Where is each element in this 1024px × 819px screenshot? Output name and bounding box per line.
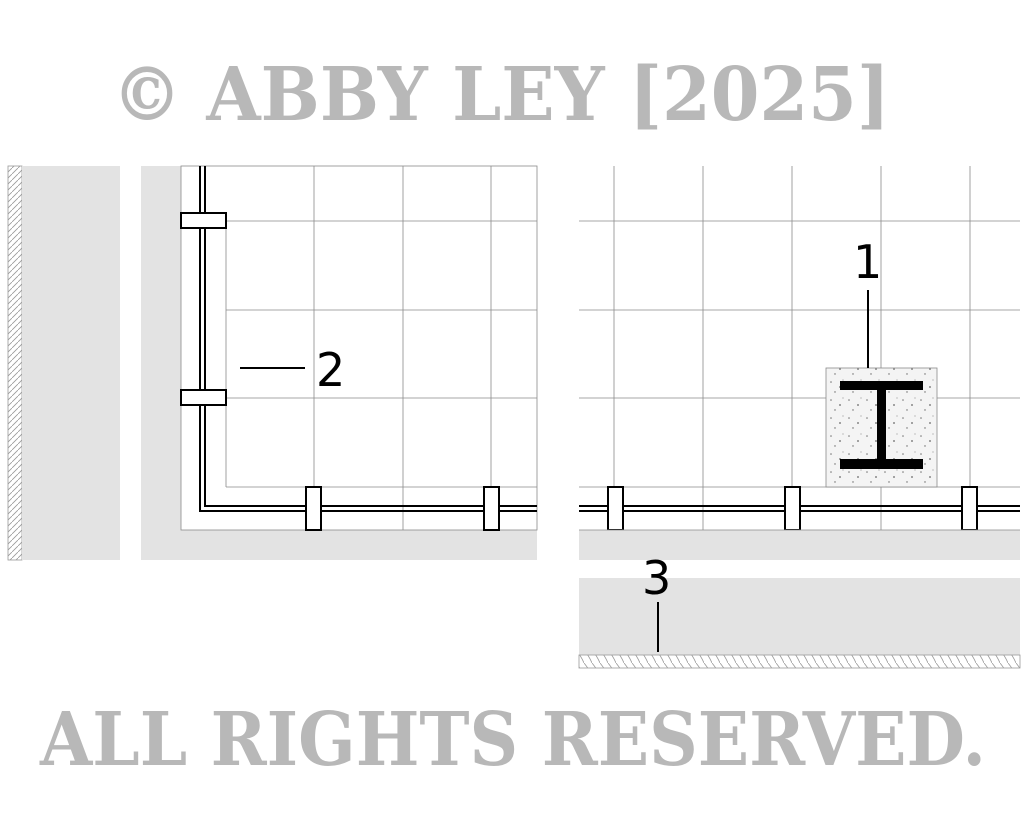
clip — [607, 486, 624, 531]
right-board-fill — [579, 530, 1020, 560]
right-grid-lines — [579, 166, 1020, 530]
slab-fill — [579, 578, 1020, 655]
left-rail — [180, 166, 537, 531]
right-rail — [579, 486, 1020, 531]
clip — [483, 486, 500, 531]
clip — [180, 389, 227, 406]
clip — [180, 212, 227, 229]
clip — [961, 486, 978, 531]
right-section: 1 3 — [578, 166, 1021, 669]
left-grid-area — [180, 165, 538, 531]
clip — [784, 486, 801, 531]
label-1: 1 — [853, 235, 882, 289]
label-3: 3 — [642, 551, 671, 605]
left-grid-lines — [225, 166, 537, 530]
label-2: 2 — [316, 343, 345, 397]
left-section: 2 — [7, 165, 538, 561]
steel-i-beam — [840, 381, 923, 469]
watermark-line-2: ALL RIGHTS RESERVED. — [39, 697, 986, 783]
right-grid-area — [579, 166, 1020, 530]
slab-finish-hatch — [578, 654, 1021, 669]
watermark-line-1: © ABBY LEY [2025] — [112, 52, 890, 138]
clip — [305, 486, 322, 531]
left-finish-hatch — [7, 165, 23, 561]
left-wall-fill — [22, 166, 120, 560]
